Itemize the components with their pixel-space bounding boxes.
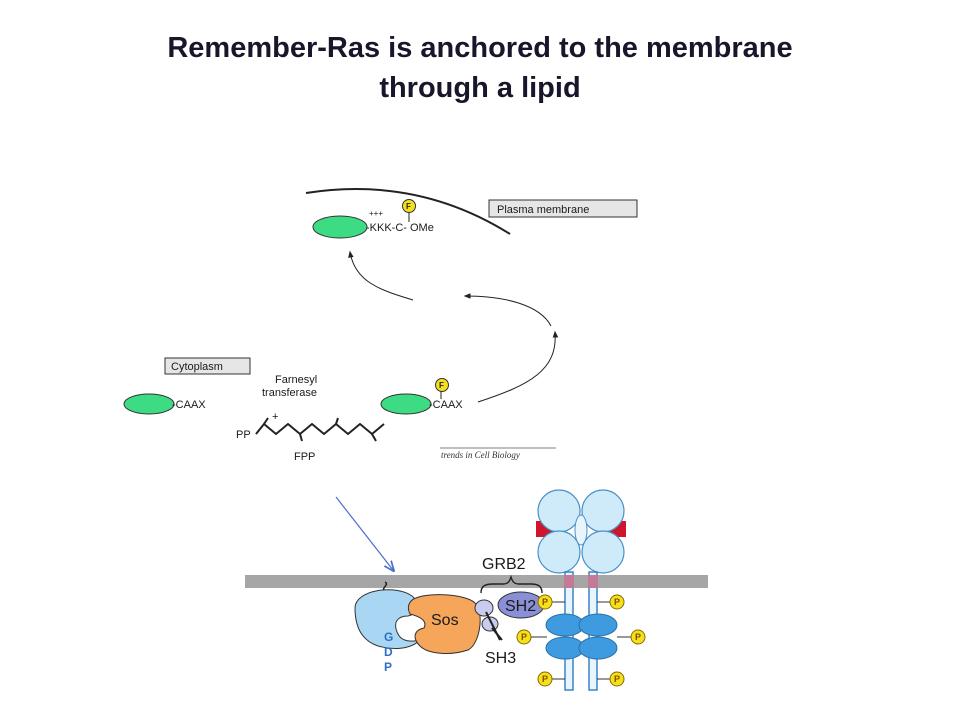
farnesyl-badge-top-label: F <box>406 202 411 211</box>
fpp-chain <box>255 422 385 436</box>
gdp-letter-p: P <box>384 660 392 674</box>
sh3-pointer-2 <box>491 627 503 641</box>
fpp-branch-4 <box>371 433 377 442</box>
ras-membrane-protein <box>312 215 368 239</box>
phospho-badge-1 <box>537 594 553 610</box>
plasma-membrane-label: Plasma membrane <box>497 204 589 216</box>
farnesyl-badge-bottom <box>435 378 449 392</box>
ras-unmodified-protein <box>123 393 175 415</box>
kinase-domain-2 <box>578 613 618 637</box>
phospho-badge-2 <box>609 594 625 610</box>
enzyme-label-line2: transferase <box>262 387 317 399</box>
kinase-domain-1 <box>545 613 585 637</box>
kinase-domain-4 <box>578 636 618 660</box>
cytoplasm-label-box <box>164 357 251 375</box>
fpp-label: FPP <box>294 451 315 463</box>
ras-protein <box>354 589 422 649</box>
phospho-label-6: P <box>614 674 620 684</box>
membrane-sequence: -KKK-C- OMe <box>366 222 434 234</box>
farnesyl-badge-bottom-label: F <box>439 381 444 390</box>
sos-label: Sos <box>431 612 459 629</box>
title-line-1: Remember-Ras is anchored to the membrane <box>167 32 793 64</box>
phospho-label-5: P <box>542 674 548 684</box>
sh3-label: SH3 <box>485 650 516 667</box>
sh3-domain-1 <box>474 599 494 617</box>
phospho-label-1: P <box>542 597 548 607</box>
gdp-letter-g: G <box>384 630 393 644</box>
receptor-globe-top-left <box>537 489 581 533</box>
receptor-globe-top-right <box>581 489 625 533</box>
phospho-badge-3 <box>516 629 532 645</box>
fpp-branch-2 <box>299 433 303 442</box>
ras-sos-receptor-complex: G D P Sos GRB2 SH3 SH2 <box>245 489 708 691</box>
caax-unmodified: -CAAX <box>172 399 206 411</box>
gdp-letter-d: D <box>384 645 393 659</box>
receptor-globe-bottom-left <box>537 530 581 574</box>
grb2-label: GRB2 <box>482 556 526 573</box>
positive-charges: +++ <box>369 209 383 218</box>
sh2-label: SH2 <box>505 598 536 615</box>
phospho-label-4: P <box>635 632 641 642</box>
cytoplasm-label: Cytoplasm <box>171 361 223 373</box>
farnesylation-pathway: Plasma membrane +++ -KKK-C- OMe F Cytopl… <box>123 188 638 463</box>
fpp-branch-1 <box>263 417 269 425</box>
source-credit: trends in Cell Biology <box>441 450 520 460</box>
phospho-badge-6 <box>609 671 625 687</box>
pointer-arrow <box>335 496 393 570</box>
phospho-label-2: P <box>614 597 620 607</box>
plasma-membrane-label-box <box>488 199 638 218</box>
phospho-badge-5 <box>537 671 553 687</box>
cycle-arrow-right <box>477 330 559 403</box>
pp-label: PP <box>236 429 251 441</box>
plasma-membrane-line <box>305 188 511 235</box>
caax-modified: -CAAX <box>429 399 463 411</box>
kinase-domain-3 <box>545 636 585 660</box>
slide-title: Remember-Ras is anchored to the membrane… <box>0 28 960 108</box>
receptor-tm-left <box>564 575 574 588</box>
phospho-badge-4 <box>630 629 646 645</box>
receptor-globe-center <box>574 514 588 546</box>
receptor-globe-bottom-right <box>581 530 625 574</box>
receptor-tm-right <box>588 575 598 588</box>
plus-sign: + <box>272 411 278 423</box>
phospho-label-3: P <box>521 632 527 642</box>
fpp-branch-3 <box>335 417 339 425</box>
farnesyl-badge-top <box>402 199 416 213</box>
cell-membrane-band <box>245 575 708 588</box>
grb2-bracket <box>480 574 543 594</box>
cycle-arrow-middle <box>463 293 552 327</box>
enzyme-label-line1: Farnesyl <box>275 374 317 386</box>
cycle-arrow-upper <box>348 250 414 301</box>
title-line-2: through a lipid <box>379 72 581 104</box>
ras-farnesylated-protein <box>380 393 432 415</box>
